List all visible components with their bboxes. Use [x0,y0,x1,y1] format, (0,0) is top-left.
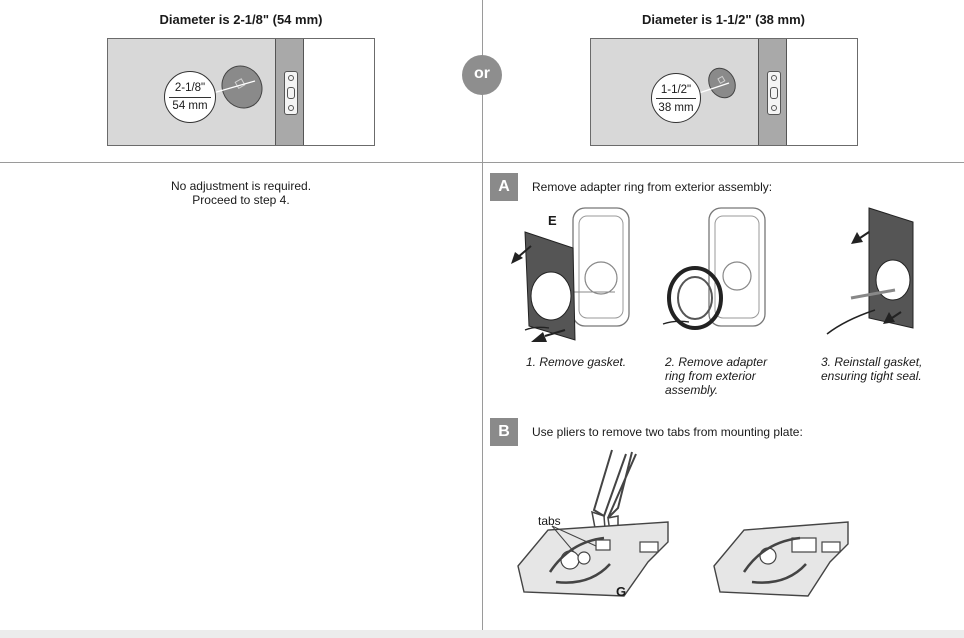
arrow-icon [511,245,532,264]
vertical-divider [482,0,483,630]
caption-line: 1. Remove gasket. [526,355,627,369]
dimension-line [656,98,696,99]
callout-inches: 2-1/8" [174,82,206,94]
tabs-label: tabs [538,514,561,528]
adapter-ring [667,266,723,330]
screw-hole [288,105,294,111]
part-label-e: E [548,213,557,228]
step-b-instruction: Use pliers to remove two tabs from mount… [532,425,803,439]
note-line-2: Proceed to step 4. [192,193,290,207]
arrow-icon [883,311,902,324]
caption-line: 2. Remove adapter [665,355,768,369]
screw-hole [771,75,777,81]
diameter-callout: 1-1/2" 38 mm [651,73,701,123]
caption-line: assembly. [665,383,719,397]
step-b-illustrations [517,449,849,597]
dimension-leader [212,80,256,94]
step-a-illustrations [511,207,914,342]
caption-line: ring from exterior [665,369,756,383]
mounting-plate-tabs-removed [713,521,849,597]
step-a-caption-3: 3. Reinstall gasket, ensuring tight seal… [821,355,922,383]
callout-mm: 54 mm [172,100,208,112]
caption-line: 3. Reinstall gasket, [821,355,923,369]
note-line-1: No adjustment is required. [170,179,312,193]
gasket-shape [868,207,914,329]
step-a-caption-2: 2. Remove adapter ring from exterior ass… [665,355,767,397]
dimension-leader [698,82,730,94]
step-a-caption-1: 1. Remove gasket. [526,355,626,369]
footer-band [0,630,964,638]
step-b-badge: B [490,418,518,446]
left-door-illustration: 2-1/8" 54 mm [107,38,375,146]
no-adjustment-note: No adjustment is required. Proceed to st… [100,179,382,207]
dimension-line [169,97,211,98]
left-heading: Diameter is 2-1/8" (54 mm) [159,12,323,27]
right-door-illustration: 1-1/2" 38 mm [590,38,858,146]
latch-plate [284,71,298,115]
screw-hole [288,75,294,81]
caption-line: ensuring tight seal. [821,369,922,383]
callout-inches: 1-1/2" [660,84,692,96]
exterior-assembly-outline [708,207,766,327]
latch-bolt [287,87,295,99]
gasket-shape [524,231,576,341]
step-a-badge: A [490,173,518,201]
arrow-icon [851,231,870,244]
latch-plate [767,71,781,115]
step-a-instruction: Remove adapter ring from exterior assemb… [532,180,773,194]
or-separator: or [462,55,502,95]
right-heading: Diameter is 1-1/2" (38 mm) [642,12,805,27]
diameter-callout: 2-1/8" 54 mm [164,71,216,123]
latch-bolt [770,87,778,99]
mounting-plate-with-tabs [517,521,669,597]
screw-hole [771,105,777,111]
arrow-icon [531,329,566,342]
part-label-g: G [616,584,627,599]
callout-mm: 38 mm [658,102,694,114]
